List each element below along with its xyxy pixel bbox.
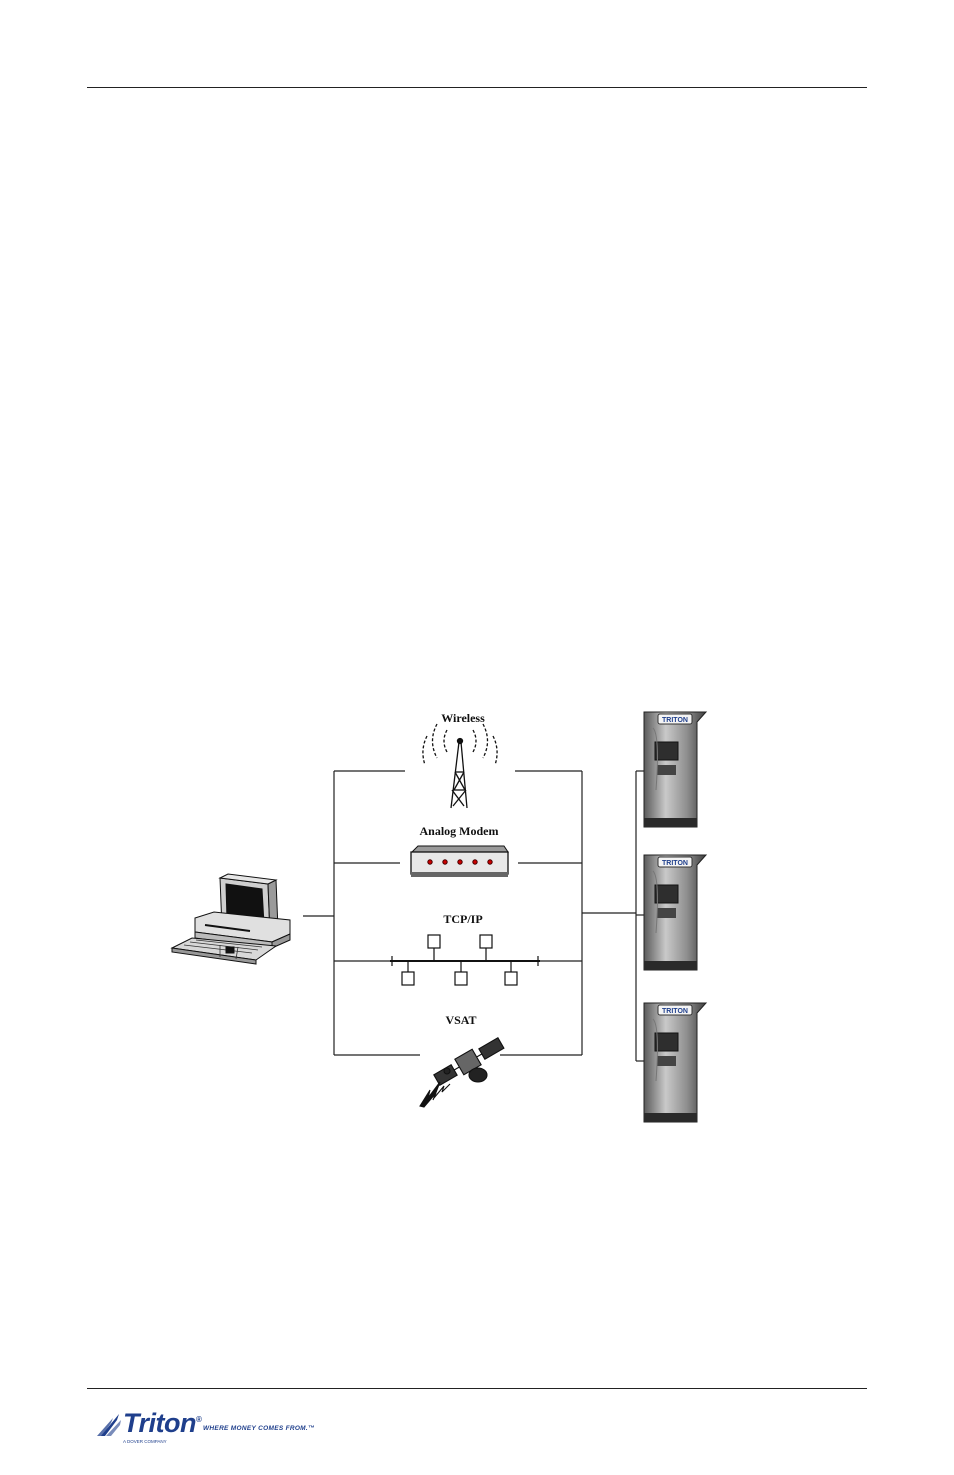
tcpip-label: TCP/IP	[443, 912, 482, 926]
atm-2-badge: TRITON	[662, 860, 688, 867]
wireless-tower-icon	[422, 723, 498, 809]
atm-3-icon: TRITON	[643, 1002, 708, 1123]
tcpip-network-icon	[390, 934, 540, 986]
brand-tagline: WHERE MONEY COMES FROM.™	[203, 1425, 315, 1432]
brand-name: Triton®	[123, 1408, 202, 1438]
computer-icon	[170, 873, 291, 965]
vsat-label: VSAT	[445, 1013, 476, 1027]
satellite-icon	[419, 1037, 505, 1108]
triton-logo: Triton® WHERE MONEY COMES FROM.™ A DOVER…	[97, 1408, 327, 1452]
connection-lines	[303, 770, 644, 1062]
header-rule	[87, 87, 867, 88]
footer-rule	[87, 1388, 867, 1389]
analog-modem-label: Analog Modem	[420, 824, 499, 838]
wireless-label: Wireless	[441, 711, 485, 725]
atm-3-badge: TRITON	[662, 1008, 688, 1015]
modem-icon	[410, 845, 509, 877]
atm-1-icon: TRITON	[643, 711, 708, 828]
brand-subline: A DOVER COMPANY	[123, 1439, 167, 1444]
triton-sail-icon	[97, 1414, 121, 1436]
atm-2-icon: TRITON	[643, 854, 708, 971]
atm-1-badge: TRITON	[662, 717, 688, 724]
